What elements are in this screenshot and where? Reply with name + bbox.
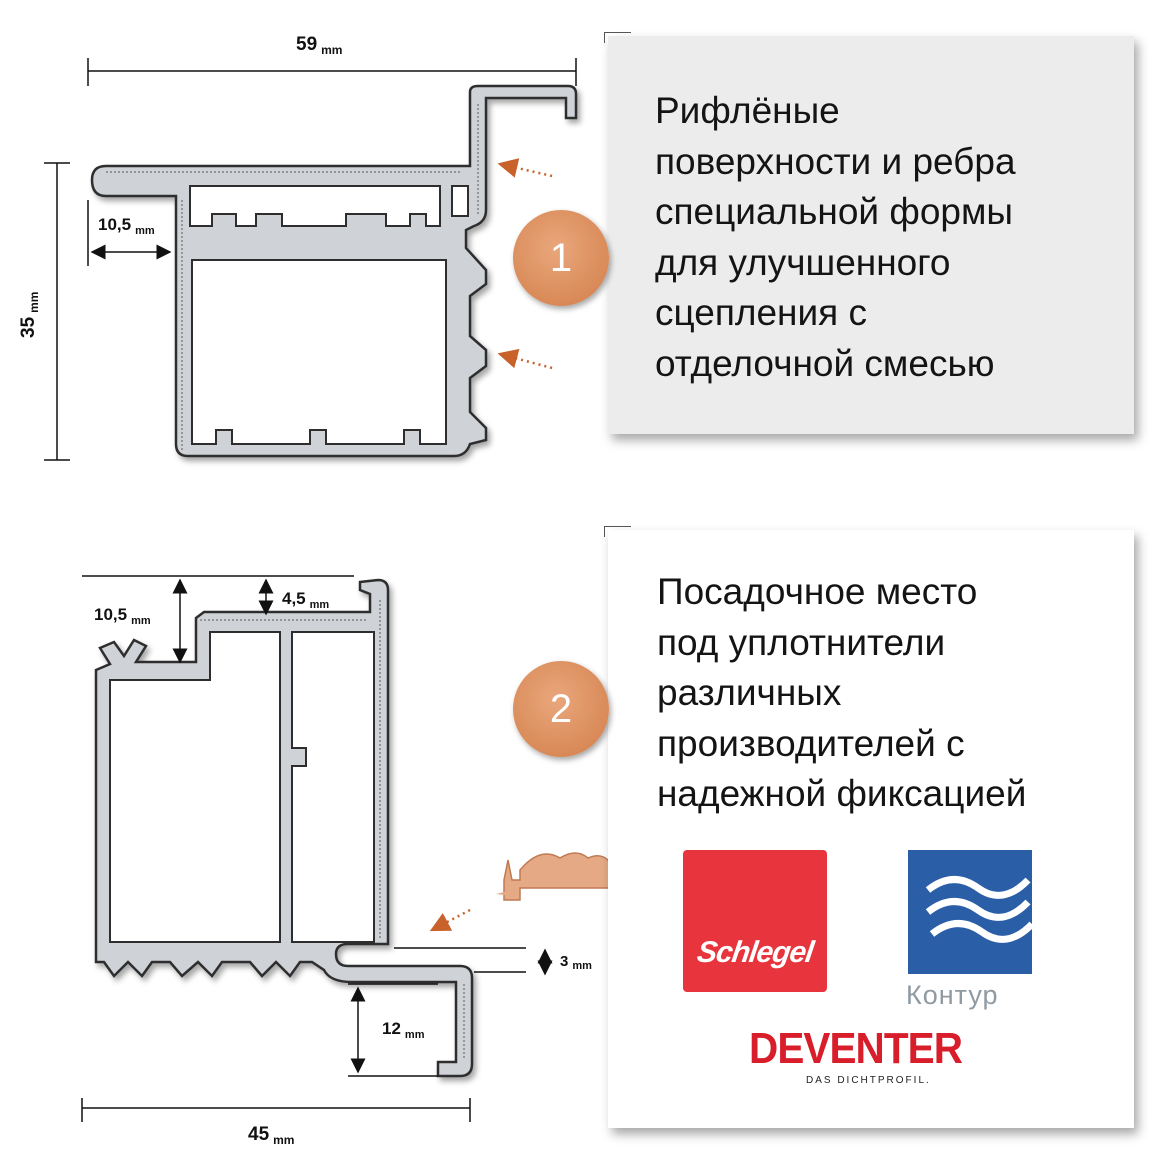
bottom-profile	[94, 578, 474, 1078]
deventer-logo: DEVENTER	[749, 1024, 963, 1073]
kontur-logo	[908, 850, 1035, 974]
panel-1-line: для улучшенного	[655, 241, 951, 283]
top-profile	[90, 84, 578, 458]
pointer-arrow-teeth	[497, 348, 553, 370]
schlegel-logo: Schlegel	[683, 850, 827, 992]
kontur-wave-icon	[925, 876, 1035, 943]
panel-2-line: производителей с	[657, 722, 965, 764]
kontur-logo-text: Контур	[906, 980, 999, 1010]
panel-1-line: отделочной смесью	[655, 342, 995, 384]
pointer-arrow-seal	[429, 908, 471, 932]
dimension-height-top	[44, 162, 70, 461]
badge-2: 2	[513, 661, 609, 757]
panel-corner-mark	[604, 32, 631, 43]
panel-corner-mark	[604, 526, 631, 537]
panel-1-line: сцепления с	[655, 292, 867, 333]
panel-1-text: Рифлёные поверхности и ребра специальной…	[655, 86, 1016, 389]
panel-2-line: различных	[657, 672, 842, 713]
panel-2-line: Посадочное место	[657, 571, 978, 612]
panel-2-text: Посадочное место под уплотнители различн…	[657, 567, 1026, 820]
dimension-inner-top	[87, 200, 172, 266]
feature-panel-1: Рифлёные поверхности и ребра специальной…	[604, 32, 1134, 434]
panel-1-line: Рифлёные	[655, 90, 840, 131]
deventer-tagline: DAS DICHTPROFIL.	[806, 1075, 931, 1086]
seal-gasket	[496, 852, 615, 901]
panel-2-line: под уплотнители	[657, 621, 946, 663]
badge-1: 1	[513, 210, 609, 306]
dimension-lines-bottom	[81, 575, 553, 1122]
dimension-width-top	[87, 58, 577, 86]
label-height-top: 35mm	[18, 292, 41, 338]
panel-2-line: надежной фиксацией	[657, 773, 1027, 814]
schlegel-logo-text: Schlegel	[695, 936, 816, 969]
pointer-arrow-ribs	[497, 158, 553, 178]
panel-1-line: специальной формы	[655, 191, 1014, 232]
feature-panel-2: Посадочное место под уплотнители различн…	[604, 526, 1134, 1128]
panel-1-line: поверхности и ребра	[655, 140, 1016, 182]
